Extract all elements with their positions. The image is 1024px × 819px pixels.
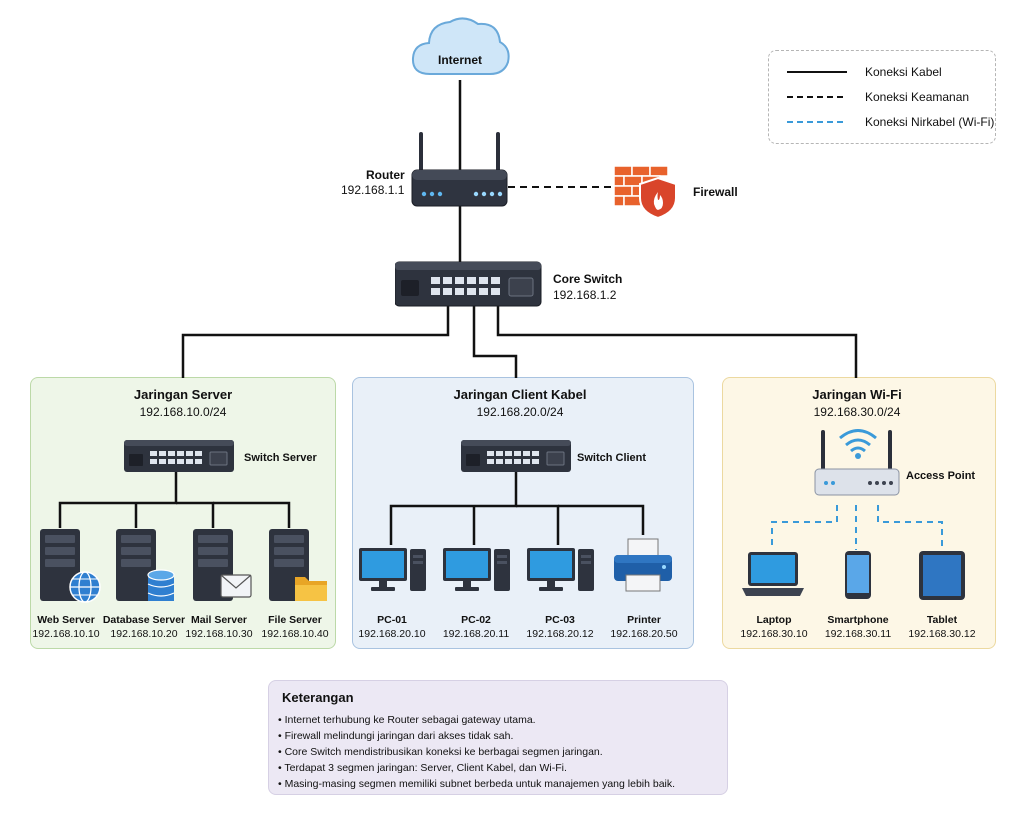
legend: Koneksi Kabel Koneksi Keamanan Koneksi N… [768,50,996,144]
pc-02-label: PC-02 [461,614,491,626]
note-item: Terdapat 3 segmen jaringan: Server, Clie… [278,760,675,776]
switch-server-label: Switch Server [244,452,317,464]
legend-label: Koneksi Keamanan [865,90,970,104]
database-server-ip: 192.168.10.20 [110,628,178,640]
cloud-icon [411,17,510,75]
zone-server-title: Jaringan Server [133,387,233,402]
notes-title: Keterangan [282,690,354,705]
pc-01-label: PC-01 [377,614,407,626]
tablet-icon [919,551,965,600]
smartphone-ip: 192.168.30.11 [824,628,892,640]
note-item: Masing-masing segmen memiliki subnet ber… [278,776,675,792]
firewall-icon [613,165,677,220]
note-item: Core Switch mendistribusikan koneksi ke … [278,744,675,760]
laptop-label: Laptop [756,614,792,626]
note-item: Internet terhubung ke Router sebagai gat… [278,712,675,728]
printer-ip: 192.168.20.50 [610,628,678,640]
printer-label: Printer [627,614,661,626]
access-point-icon [814,429,900,496]
internet-label: Internet [437,53,483,67]
core-switch-ip: 192.168.1.2 [553,288,617,302]
mail-server-ip: 192.168.10.30 [185,628,253,640]
printer-icon [614,538,672,592]
pc-icon [443,548,510,591]
notes-list: Internet terhubung ke Router sebagai gat… [278,712,675,792]
legend-item-wireless: Koneksi Nirkabel (Wi-Fi) [787,113,997,133]
switch-server-icon [124,440,234,472]
pc-03-label: PC-03 [545,614,575,626]
zone-wifi [722,377,996,649]
zone-client [352,377,694,649]
notes-box: Keterangan Internet terhubung ke Router … [268,680,728,795]
zone-wifi-title: Jaringan Wi-Fi [812,387,902,402]
pc-02-ip: 192.168.20.11 [442,628,510,640]
firewall-label: Firewall [693,185,738,199]
file-server-icon [269,529,327,601]
router-label: Router [366,168,405,182]
database-server-icon [116,529,175,601]
zone-client-subnet: 192.168.20.0/24 [476,405,564,419]
smartphone-label: Smartphone [827,614,889,626]
zone-client-title: Jaringan Client Kabel [453,387,587,402]
core-switch-label: Core Switch [553,272,623,286]
tablet-label: Tablet [926,614,958,626]
legend-label: Koneksi Nirkabel (Wi-Fi) [865,115,995,129]
switch-client-icon [461,440,571,472]
file-server-label: File Server [268,614,322,626]
laptop-ip: 192.168.30.10 [740,628,808,640]
pc-icon [359,548,426,591]
access-point-label: Access Point [906,470,976,482]
web-server-label: Web Server [37,614,95,626]
core-switch-icon [395,261,542,307]
legend-item-security: Koneksi Keamanan [787,88,997,108]
pc-01-ip: 192.168.20.10 [358,628,426,640]
file-server-ip: 192.168.10.40 [261,628,329,640]
pc-icon [527,548,594,591]
legend-item-wired: Koneksi Kabel [787,63,997,83]
router-icon [411,132,508,207]
web-server-icon [40,529,101,603]
laptop-icon [742,552,804,596]
mail-server-label: Mail Server [190,614,248,626]
database-server-label: Database Server [102,614,186,626]
legend-label: Koneksi Kabel [865,65,942,79]
mail-server-icon [193,529,252,601]
zone-server [30,377,336,649]
switch-client-label: Switch Client [577,452,647,464]
web-server-ip: 192.168.10.10 [32,628,100,640]
tablet-ip: 192.168.30.12 [908,628,976,640]
note-item: Firewall melindungi jaringan dari akses … [278,728,675,744]
zone-wifi-subnet: 192.168.30.0/24 [813,405,901,419]
smartphone-icon [845,551,871,599]
zone-server-subnet: 192.168.10.0/24 [139,405,227,419]
router-ip: 192.168.1.1 [341,183,405,197]
pc-03-ip: 192.168.20.12 [526,628,594,640]
